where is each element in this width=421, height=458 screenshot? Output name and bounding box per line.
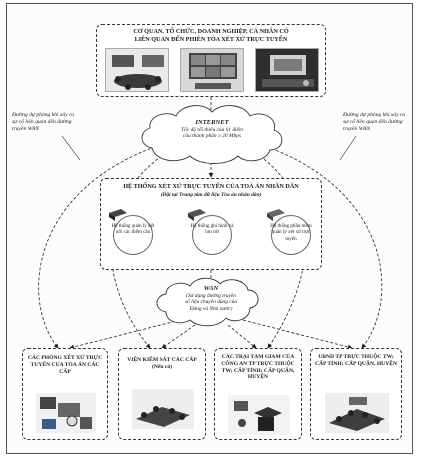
recording-storage-node: Hệ thống ghi hình và lưu trữ <box>186 209 238 261</box>
meeting-hall-icon <box>325 393 389 433</box>
internet-title: INTERNET <box>195 119 229 126</box>
internet-speed-line1: Tốc độ tối thiểu của 01 điểm <box>181 126 243 133</box>
wan-line2: số liệu chuyên dùng của <box>184 299 238 306</box>
stakeholders-title-line2: LIÊN QUAN ĐẾN PHIÊN TÒA XÉT XỬ TRỰC TUYẾ… <box>134 36 288 43</box>
connection-management-node: Hệ thống quản lý kết nối các điểm cầu <box>107 209 159 261</box>
software-management-node: Hệ thống phần mềm quản lý xét xử trực tu… <box>265 209 317 261</box>
link-wan-box4 <box>242 319 353 350</box>
conference-table-icon <box>106 49 168 91</box>
backup-path-right <box>261 144 383 349</box>
note-right-pointer <box>339 135 357 161</box>
system-title: HỆ THỐNG XÉT XỬ TRỰC TUYẾN CỦA TOÀ ÁN NH… <box>123 183 299 190</box>
note-left-pointer <box>61 135 81 161</box>
connection-management-label: Hệ thống quản lý kết nối các điểm cầu <box>111 223 155 236</box>
peoples-committee-label: UBND TP TRỰC THUỘC TW; CẤP TỈNH; CẤP QUẬ… <box>314 354 398 367</box>
server-icon <box>109 209 127 221</box>
online-trial-system-box: HỆ THỐNG XÉT XỬ TRỰC TUYẾN CỦA TOÀ ÁN NH… <box>100 178 322 270</box>
meeting-room-photo-3 <box>255 48 319 92</box>
stakeholders-box: CƠ QUAN, TỔ CHỨC, DOANH NGHIỆP, CÁ NHÂN … <box>96 24 326 97</box>
backup-path-left <box>38 144 161 349</box>
court-rooms-label: CÁC PHÒNG XÉT XỬ TRỰC TUYẾN CỦA TÒA ÁN C… <box>27 355 103 375</box>
link-wan-box1 <box>69 319 181 350</box>
detention-centers-label: CÁC TRẠI TẠM GIAM CỦA CÔNG AN TP TRỰC TH… <box>221 354 295 381</box>
recording-storage-label: Hệ thống ghi hình và lưu trữ <box>190 223 234 236</box>
conference-room-icon <box>132 389 194 429</box>
internet-speed-line2: cầu thành phần ≥ 20 Mbps <box>183 133 241 140</box>
storage-device-icon <box>188 209 206 221</box>
backup-note-left: Đường dự phòng khi xảy ra sự cố liên qua… <box>12 112 75 132</box>
backup-path-left-inner <box>110 149 171 349</box>
system-subtitle: (Đặt tại Trung tâm dữ liệu Tòa án nhân d… <box>160 192 262 198</box>
wan-title: WAN <box>203 285 219 292</box>
link-wan-box2 <box>161 324 196 349</box>
peoples-committee-box: UBND TP TRỰC THUỘC TW; CẤP TỈNH; CẤP QUẬ… <box>310 348 402 440</box>
office-screen-icon <box>256 49 318 91</box>
procuracy-label: VIỆN KIỂM SÁT CÁC CẤP (Nếu có) <box>127 357 197 370</box>
software-disk-icon <box>267 209 285 221</box>
wan-line1: (Sử dụng đường truyền <box>186 292 236 299</box>
wan-cloud: WAN (Sử dụng đường truyền số liệu chuyên… <box>166 285 256 312</box>
meeting-room-photo-2 <box>180 48 244 92</box>
video-wall-icon <box>181 49 243 91</box>
wan-line3: Đảng và Nhà nước) <box>189 305 233 312</box>
internet-cloud: INTERNET Tốc độ tối thiểu của 01 điểm cầ… <box>156 119 268 140</box>
detention-centers-box: CÁC TRẠI TẠM GIAM CỦA CÔNG AN TP TRỰC TH… <box>214 348 302 440</box>
meeting-room-photo-1 <box>105 48 169 92</box>
link-wan-box3 <box>227 324 257 349</box>
court-rooms-box: CÁC PHÒNG XÉT XỬ TRỰC TUYẾN CỦA TÒA ÁN C… <box>22 348 108 440</box>
courtroom-icon <box>36 393 96 433</box>
stakeholders-title-line1: CƠ QUAN, TỔ CHỨC, DOANH NGHIỆP, CÁ NHÂN … <box>133 28 289 35</box>
backup-note-right: Đường dự phòng khi xảy ra sự cố liên qua… <box>343 112 406 132</box>
software-management-label: Hệ thống phần mềm quản lý xét xử trực tu… <box>270 223 312 242</box>
detention-room-icon <box>228 395 290 435</box>
procuracy-box: VIỆN KIỂM SÁT CÁC CẤP (Nếu có) <box>118 348 206 440</box>
